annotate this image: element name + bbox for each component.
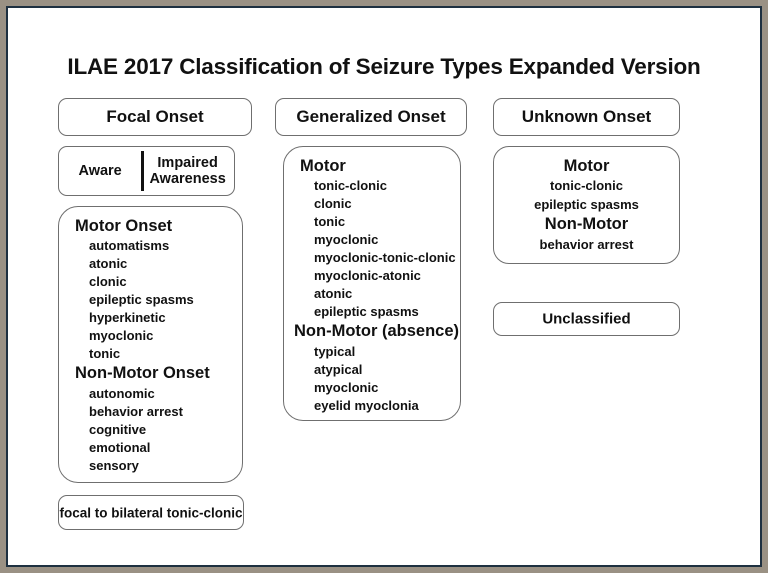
unknown-onset-header-box: Unknown Onset — [493, 98, 680, 136]
awareness-aware-label: Aware — [78, 162, 122, 179]
list-item: sensory — [89, 457, 139, 473]
list-item: tonic — [89, 346, 121, 362]
unknown-motor-heading: Motor — [563, 157, 610, 175]
diagram-page: ILAE 2017 Classification of Seizure Type… — [8, 8, 760, 565]
list-item: autonomic — [89, 385, 155, 401]
list-item: behavior arrest — [539, 236, 634, 252]
list-item: myoclonic-tonic-clonic — [314, 250, 456, 266]
generalized-non-motor-heading: Non-Motor (absence) — [294, 322, 459, 341]
list-item: myoclonic — [314, 379, 379, 395]
unclassified-box: Unclassified — [493, 302, 680, 336]
list-item: behavior arrest — [89, 403, 183, 419]
list-item: automatisms — [89, 238, 170, 254]
list-item: tonic-clonic — [550, 178, 623, 194]
unknown-onset-header-label: Unknown Onset — [521, 107, 652, 126]
list-item: cognitive — [89, 421, 147, 437]
list-item: eyelid myoclonia — [314, 397, 419, 413]
list-item: myoclonic-atonic — [314, 268, 421, 284]
focal-motor-onset-heading: Motor Onset — [75, 217, 173, 235]
unknown-non-motor-heading: Non-Motor — [544, 215, 629, 234]
focal-onset-header-box: Focal Onset — [58, 98, 252, 136]
list-item: tonic — [314, 214, 346, 230]
list-item: atonic — [89, 256, 128, 272]
list-item: clonic — [314, 196, 352, 212]
list-item: atypical — [314, 361, 363, 377]
list-item: epileptic spasms — [89, 292, 194, 308]
list-item: myoclonic — [314, 232, 379, 248]
unknown-onset-body-box: Motor tonic-clonic epileptic spasms Non-… — [493, 146, 680, 264]
generalized-onset-header-box: Generalized Onset — [275, 98, 467, 136]
list-item: tonic-clonic — [314, 178, 387, 194]
list-item: epileptic spasms — [534, 196, 639, 212]
focal-non-motor-onset-heading: Non-Motor Onset — [75, 364, 210, 383]
generalized-onset-header-label: Generalized Onset — [296, 107, 446, 126]
awareness-divider — [141, 151, 145, 191]
list-item: clonic — [89, 274, 127, 290]
list-item: emotional — [89, 439, 151, 455]
focal-awareness-box: Aware Impaired Awareness — [58, 146, 235, 196]
list-item: epileptic spasms — [314, 304, 419, 320]
list-item: atonic — [314, 286, 353, 302]
awareness-impaired-label: Impaired Awareness — [149, 154, 226, 187]
generalized-motor-heading: Motor — [300, 157, 346, 175]
focal-to-bilateral-box: focal to bilateral tonic-clonic — [58, 495, 244, 530]
focal-onset-header-label: Focal Onset — [106, 107, 204, 126]
focal-to-bilateral-label: focal to bilateral tonic-clonic — [59, 505, 243, 520]
focal-onset-body-box: Motor Onset automatisms atonic clonic ep… — [58, 206, 243, 483]
page-title: ILAE 2017 Classification of Seizure Type… — [67, 54, 701, 79]
list-item: hyperkinetic — [89, 310, 166, 326]
generalized-onset-body-box: Motor tonic-clonic clonic tonic myocloni… — [283, 146, 461, 421]
unclassified-label: Unclassified — [542, 310, 631, 328]
list-item: typical — [314, 343, 356, 359]
list-item: myoclonic — [89, 328, 154, 344]
